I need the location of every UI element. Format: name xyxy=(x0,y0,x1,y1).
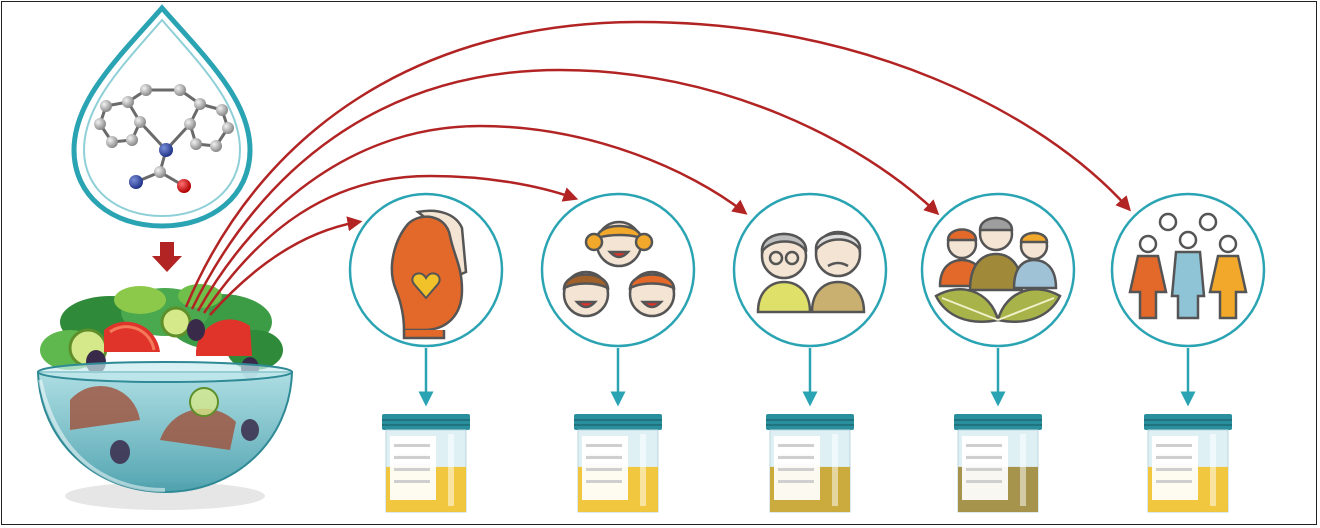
cup-shine xyxy=(1020,434,1026,506)
cup-label-line xyxy=(1156,480,1192,483)
cup-label-line xyxy=(778,468,814,471)
sampling-arrows xyxy=(418,348,1196,407)
cup-label-line xyxy=(966,456,1002,459)
urine-samples xyxy=(381,413,1233,513)
arrow-to-elderly xyxy=(196,124,748,312)
cup-label-line xyxy=(394,444,430,447)
arrow-to-family xyxy=(190,68,940,310)
group-general xyxy=(1110,192,1266,348)
cup-label-line xyxy=(586,480,622,483)
molecule-drop xyxy=(71,4,253,229)
cup-label-line xyxy=(1156,456,1192,459)
pregnant-woman-icon xyxy=(390,209,468,340)
exposure-arrows xyxy=(184,20,1132,316)
cup-label-line xyxy=(586,468,622,471)
arrow-to-general xyxy=(184,20,1132,308)
urine-sample-cup-icon xyxy=(1143,413,1233,513)
general-population-icon xyxy=(1128,212,1248,320)
cup-label-line xyxy=(778,480,814,483)
cup-label-line xyxy=(1156,444,1192,447)
family-leaves-icon xyxy=(934,216,1062,323)
cup-shine xyxy=(832,434,838,506)
urine-sample-cup-icon xyxy=(953,413,1043,513)
group-pregnant xyxy=(348,192,504,348)
cup-label-line xyxy=(586,456,622,459)
cup-label-line xyxy=(966,480,1002,483)
children-icon xyxy=(562,220,676,318)
elderly-couple-icon xyxy=(756,230,866,314)
cup-shine xyxy=(448,434,454,506)
down-arrow-icon xyxy=(152,242,182,272)
cup-label-line xyxy=(394,480,430,483)
group-elderly xyxy=(732,192,888,348)
cup-label-line xyxy=(394,468,430,471)
cup-label-line xyxy=(1156,468,1192,471)
urine-sample-cup-icon xyxy=(573,413,663,513)
population-groups xyxy=(348,192,1266,348)
cup-label-line xyxy=(586,444,622,447)
group-family xyxy=(920,192,1076,348)
urine-sample-cup-icon xyxy=(381,413,471,513)
cup-label-line xyxy=(778,456,814,459)
cup-shine xyxy=(640,434,646,506)
cup-label-line xyxy=(778,444,814,447)
urine-sample-cup-icon xyxy=(765,413,855,513)
group-children xyxy=(540,192,696,348)
cup-label-line xyxy=(966,444,1002,447)
molecule-atoms xyxy=(94,84,234,193)
cup-label-line xyxy=(394,456,430,459)
arrow-to-children xyxy=(202,174,579,314)
salad-bowl-icon xyxy=(36,284,294,510)
arrow-to-pregnant xyxy=(209,216,363,316)
cup-shine xyxy=(1210,434,1216,506)
cup-label-line xyxy=(966,468,1002,471)
